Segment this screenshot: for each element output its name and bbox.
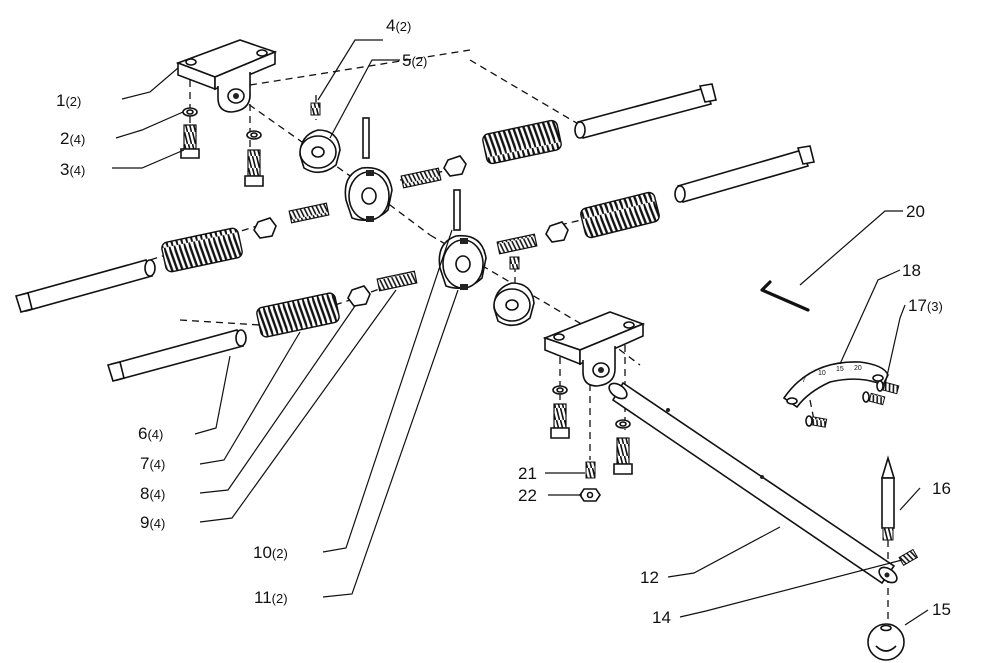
spring-middle-right — [580, 191, 660, 239]
rod-upper-right — [574, 83, 717, 139]
screw-17-b — [876, 380, 900, 395]
callout-2: 2(4) — [60, 129, 85, 148]
nut-middle-left — [253, 217, 277, 239]
callout-20: 20 — [906, 202, 925, 221]
screw-17-a — [862, 391, 886, 406]
callout-10: 10(2) — [253, 543, 288, 562]
spring-upper-right — [482, 119, 562, 165]
bolt-lower-right — [613, 437, 633, 475]
callout-22: 22 — [518, 486, 537, 505]
leader-lines — [112, 39, 929, 626]
callout-15: 15 — [932, 600, 951, 619]
washer-upper-left — [182, 107, 198, 117]
callout-3: 3(4) — [60, 160, 85, 179]
callout-8: 8(4) — [140, 484, 165, 503]
ball-knob-15 — [867, 623, 905, 661]
set-screw-upper — [310, 102, 321, 116]
nut-upper-right — [443, 155, 467, 177]
washer-lower-right — [615, 419, 631, 429]
screw-17-c — [805, 415, 828, 428]
threaded-stud-lower-left — [376, 270, 418, 292]
set-screw-lower — [509, 256, 520, 270]
svg-text:20: 20 — [854, 365, 862, 372]
collar-upper — [299, 129, 341, 174]
washer-upper-right — [246, 130, 262, 140]
rod-middle-right — [674, 145, 815, 203]
rod-middle-left — [14, 259, 156, 313]
nut-middle-right — [545, 221, 569, 243]
cam-upper — [344, 166, 393, 222]
scale-plate-18: 7 10 15 20 — [782, 361, 889, 409]
svg-text:15: 15 — [836, 366, 844, 373]
shaft-12 — [608, 381, 898, 585]
threaded-stud-middle-left — [288, 202, 330, 224]
threaded-stud-middle-right — [496, 233, 538, 255]
callout-9: 9(4) — [140, 513, 165, 532]
bolt-upper-left — [180, 124, 200, 159]
cam-lower — [438, 234, 487, 290]
bearing-bracket-upper — [175, 39, 278, 113]
callout-6: 6(4) — [138, 424, 163, 443]
hex-key-20 — [760, 280, 810, 312]
screw-21 — [585, 461, 596, 479]
callout-5: 5(2) — [402, 51, 427, 70]
set-screw-14 — [898, 548, 919, 567]
collar-lower — [493, 282, 535, 327]
pointed-pin-16 — [880, 455, 896, 541]
spring-middle-left — [161, 227, 243, 273]
pin-upper — [362, 117, 370, 159]
callout-11: 11(2) — [254, 588, 288, 607]
callout-14: 14 — [652, 608, 671, 627]
callout-17: 17(3) — [908, 296, 943, 315]
spring-lower-left — [256, 292, 340, 338]
callout-labels: 1(2) 2(4) 3(4) 4(2) 5(2) 6(4) 7(4) 8(4) … — [56, 16, 951, 627]
callout-16: 16 — [932, 479, 951, 498]
callout-12: 12 — [640, 568, 659, 587]
rod-lower-left — [106, 329, 247, 382]
nut-lower-left — [347, 285, 371, 307]
bearing-bracket-lower — [542, 311, 646, 387]
washer-lower-left — [552, 385, 568, 395]
bolt-lower-left — [550, 403, 570, 439]
svg-text:7: 7 — [802, 377, 806, 384]
callout-4: 4(2) — [386, 16, 411, 35]
callout-1: 1(2) — [56, 91, 81, 110]
bolt-upper-right — [244, 149, 264, 187]
callout-21: 21 — [518, 464, 537, 483]
callout-7: 7(4) — [140, 454, 165, 473]
nut-22 — [579, 488, 601, 502]
callout-18: 18 — [902, 261, 921, 280]
pin-lower — [453, 189, 461, 231]
svg-text:10: 10 — [818, 370, 826, 377]
threaded-stud-upper-right — [400, 167, 442, 189]
